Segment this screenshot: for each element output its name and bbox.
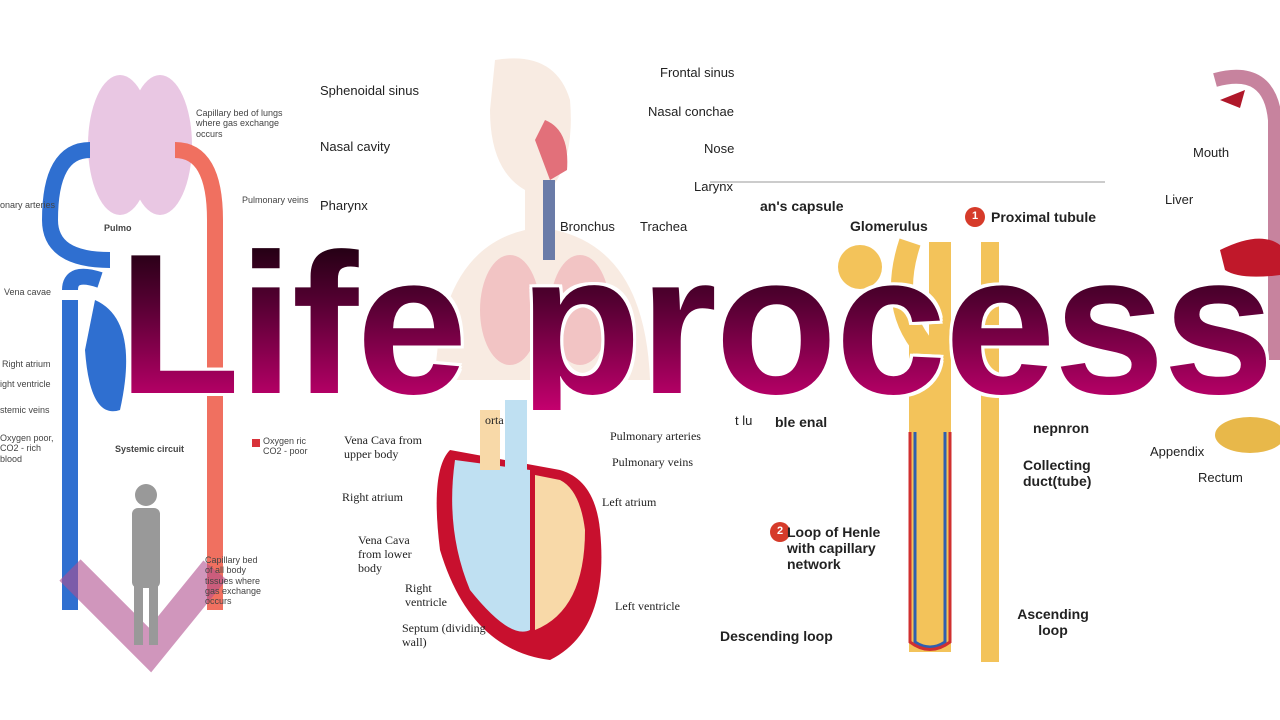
label-loop-of-henle: Loop of Henle with capillary network <box>787 524 881 573</box>
label-oxygen-rich: Oxygen ric CO2 - poor <box>263 436 308 457</box>
label-proximal-tubule: Proximal tubule <box>991 209 1097 225</box>
label-nephron: nepnron <box>1033 420 1089 436</box>
label-pulmonary-arteries: onary arteries <box>0 200 56 210</box>
label-right-atrium: Right atrium <box>342 490 403 504</box>
label-vena-cavae: Vena cavae <box>4 287 52 297</box>
label-vena-cava-upper: Vena Cava from upper body <box>344 433 422 461</box>
nephron-illustration <box>710 181 1105 662</box>
label-appendix: Appendix <box>1150 444 1205 459</box>
label-right-ventricle: ight ventricle <box>0 379 51 389</box>
label-nasal-conchae: Nasal conchae <box>648 104 734 119</box>
label-pulmonary-veins: Pulmonary veins <box>242 195 309 205</box>
label-liver: Liver <box>1165 192 1194 207</box>
label-pharynx: Pharynx <box>320 198 368 213</box>
label-capillary-lungs: Capillary bed of lungs where gas exchang… <box>196 108 283 139</box>
page-title: Life process <box>118 213 1274 436</box>
label-pulmonary-veins: Pulmonary veins <box>612 455 693 469</box>
label-septum: Septum (dividing wall) <box>402 621 486 649</box>
circulation-illustration <box>41 75 260 673</box>
label-collecting-duct: Collecting duct(tube) <box>1023 457 1092 490</box>
label-right-ventricle: Right ventricle <box>405 581 447 609</box>
label-bowmans-capsule: an's capsule <box>760 198 844 214</box>
label-rectum: Rectum <box>1198 470 1243 485</box>
respiratory-illustration <box>435 58 650 380</box>
label-trachea: Trachea <box>640 219 688 234</box>
label-lung: t lu <box>735 413 753 428</box>
label-descending-loop: Descending loop <box>720 628 833 644</box>
label-systemic-veins: stemic veins <box>0 405 50 415</box>
badge-1: 1 <box>972 210 979 222</box>
label-nasal-cavity: Nasal cavity <box>320 139 391 154</box>
label-renal: ble enal <box>775 414 828 430</box>
label-glomerulus: Glomerulus <box>850 218 928 234</box>
label-aorta: orta <box>485 413 504 427</box>
label-sphenoidal-sinus: Sphenoidal sinus <box>320 83 420 98</box>
label-ascending-loop: Ascending loop <box>1017 606 1089 639</box>
label-systemic-circuit: Systemic circuit <box>115 444 185 454</box>
label-right-atrium: Right atrium <box>2 359 51 369</box>
label-mouth: Mouth <box>1193 145 1230 160</box>
label-pulmonary-circuit: Pulmo <box>104 223 132 233</box>
label-nose: Nose <box>704 141 735 156</box>
label-oxygen-poor: Oxygen poor, CO2 - rich blood <box>0 433 54 464</box>
label-vena-cava-lower: Vena Cava from lower body <box>358 533 412 575</box>
label-capillary-body: Capillary bed of all body tissues where … <box>205 555 262 607</box>
label-left-atrium: Left atrium <box>602 495 657 509</box>
heart-illustration <box>436 400 602 660</box>
label-pulmonary-arteries: Pulmonary arteries <box>610 429 701 443</box>
digestive-illustration <box>1213 69 1280 453</box>
badge-2: 2 <box>777 525 784 537</box>
label-left-ventricle: Left ventricle <box>615 599 680 613</box>
label-frontal-sinus: Frontal sinus <box>660 65 735 80</box>
label-bronchus: Bronchus <box>560 219 615 234</box>
label-larynx: Larynx <box>694 179 734 194</box>
